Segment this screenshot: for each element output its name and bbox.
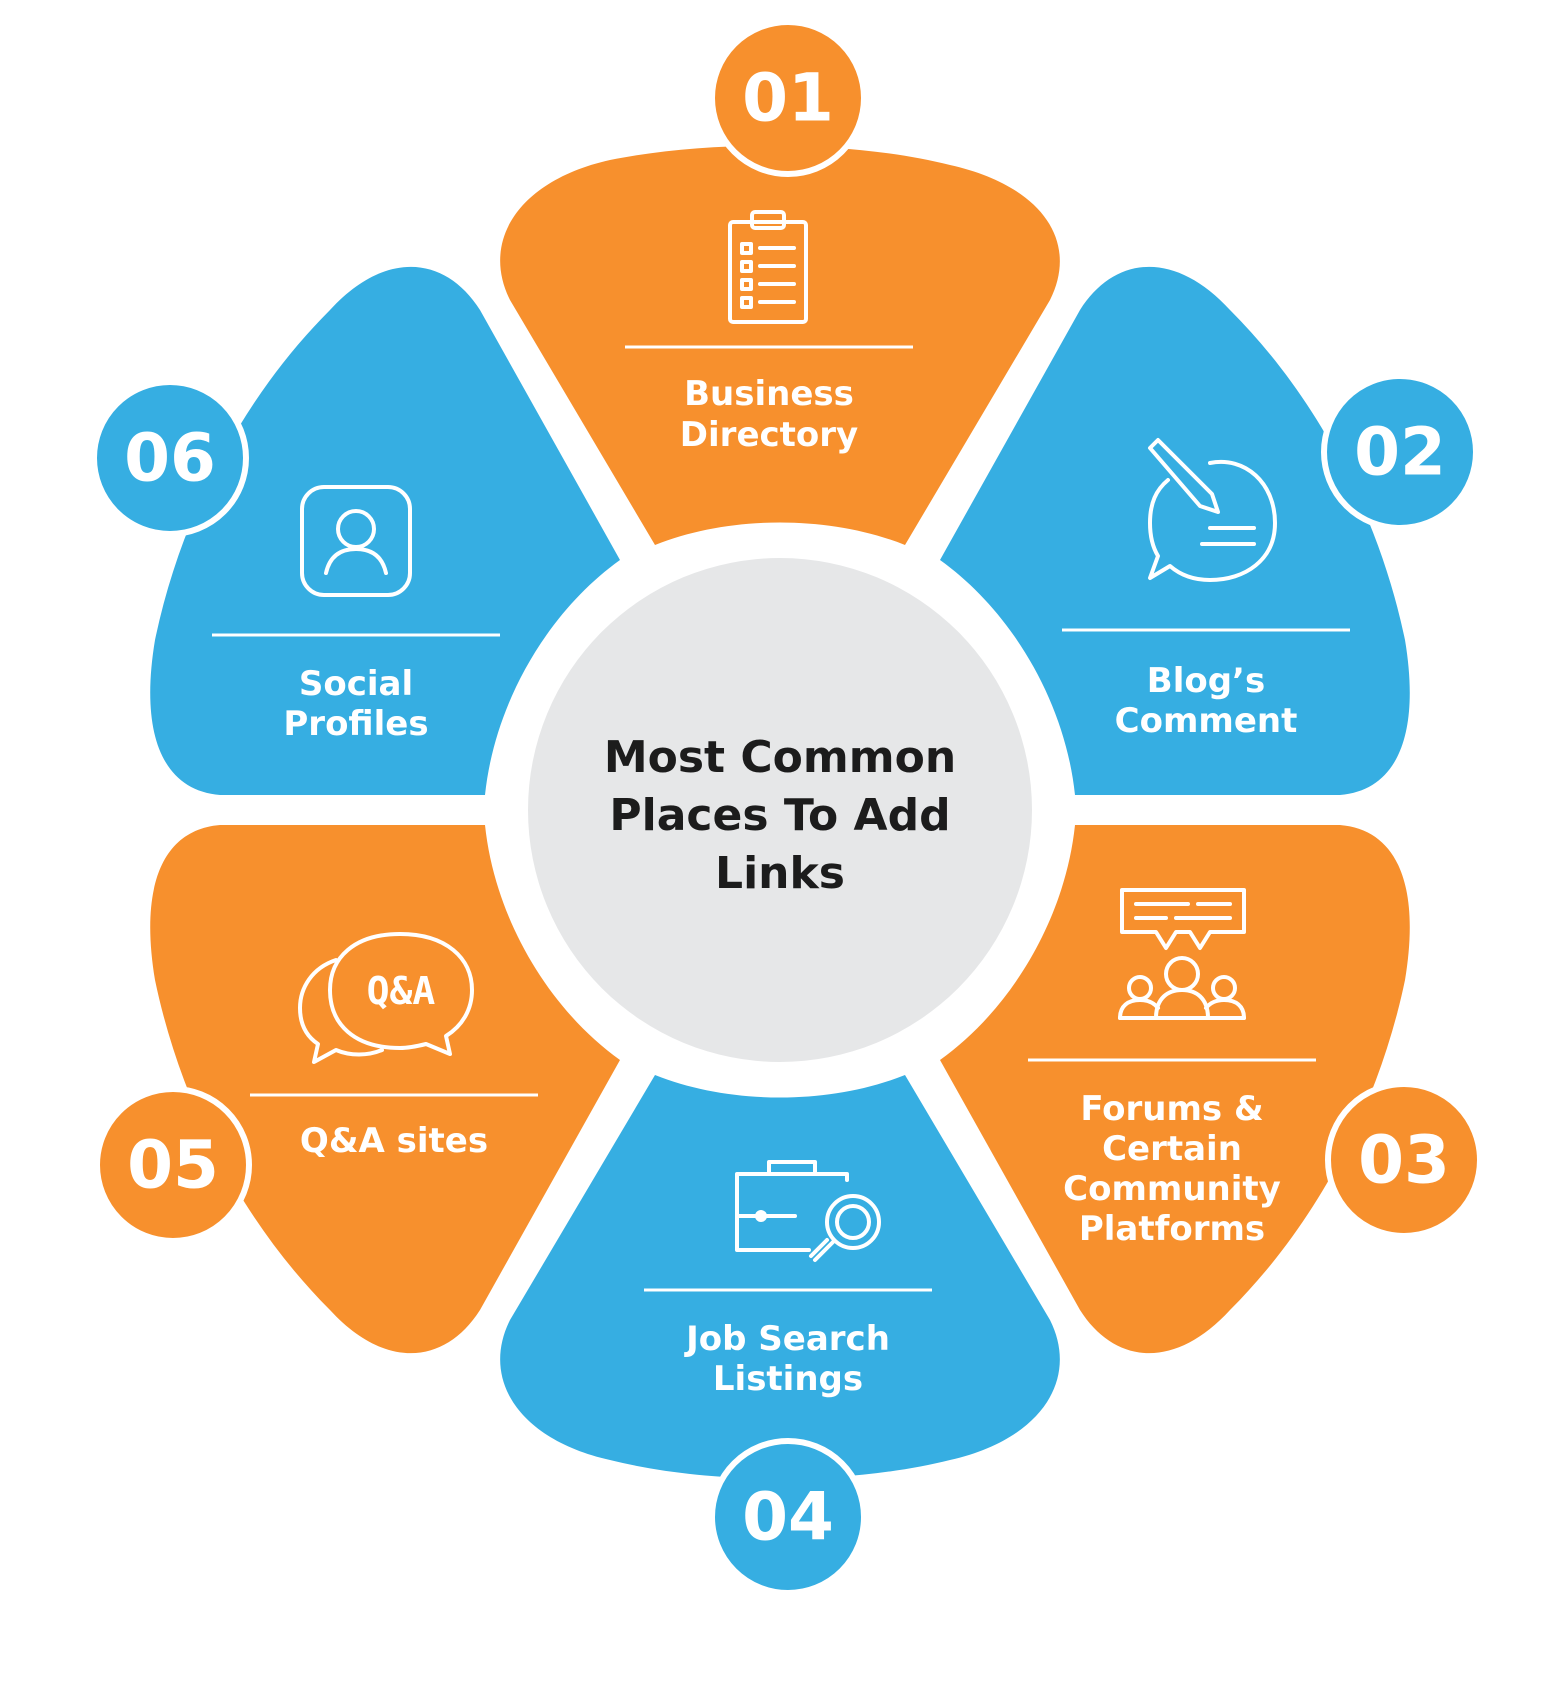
briefcase-search-icon: [735, 1160, 881, 1262]
item-label-line: Directory: [680, 415, 858, 455]
user-profile-icon: [300, 485, 412, 597]
petal-forums-communities: [940, 825, 1410, 1354]
item-label-line: Forums &: [1080, 1089, 1263, 1129]
petal-qa-sites: [150, 825, 620, 1354]
badge-number: 02: [1354, 414, 1446, 491]
item-label-line: Comment: [1115, 701, 1298, 741]
item-blogs-comment: Blog’s Comment: [1062, 438, 1350, 741]
item-label-line: Job Search: [684, 1319, 890, 1359]
badge-01: 01: [709, 19, 867, 177]
petal-business-directory: [500, 145, 1060, 545]
badge-05: 05: [94, 1086, 252, 1244]
petal-blogs-comment: [940, 266, 1410, 796]
center-hub: Most Common Places To Add Links: [495, 525, 1065, 1095]
item-label-line: Listings: [713, 1359, 863, 1399]
chat-pencil-icon: [1148, 438, 1277, 582]
badge-number: 04: [742, 1479, 834, 1556]
item-label-line: Social: [299, 664, 413, 704]
item-label-line: Community: [1063, 1169, 1281, 1209]
item-label-line: Blog’s: [1147, 661, 1265, 701]
item-label-line: Certain: [1102, 1129, 1242, 1169]
center-disc: [528, 558, 1032, 1062]
center-title-line-3: Links: [715, 848, 845, 899]
item-label-line: Profiles: [283, 704, 428, 744]
petals: [150, 145, 1410, 1479]
badge-number: 06: [124, 420, 216, 497]
petal-social-profiles: [150, 266, 620, 796]
item-label-line: Q&A sites: [300, 1121, 488, 1161]
item-business-directory: Business Directory: [625, 210, 913, 455]
petal-job-search-listings: [500, 1075, 1060, 1479]
number-badges: 01 02 03 04 05 06: [91, 19, 1483, 1596]
badge-number: 03: [1358, 1122, 1450, 1199]
badge-number: 01: [742, 60, 834, 137]
badge-04: 04: [709, 1438, 867, 1596]
item-label-line: Platforms: [1079, 1209, 1265, 1249]
clipboard-checklist-icon: [728, 210, 808, 324]
qa-icon-text: Q&A: [367, 969, 436, 1013]
item-forums-communities: Forums & Certain Community Platforms: [1028, 888, 1316, 1249]
qa-bubbles-icon: Q&A: [298, 932, 474, 1064]
item-qa-sites: Q&A Q&A sites: [250, 932, 538, 1161]
center-title-line-1: Most Common: [604, 732, 956, 783]
badge-02: 02: [1321, 373, 1479, 531]
community-group-icon: [1118, 888, 1246, 1020]
badge-03: 03: [1325, 1081, 1483, 1239]
center-title-line-2: Places To Add: [609, 790, 950, 841]
item-label-line: Business: [684, 374, 854, 414]
item-job-search-listings: Job Search Listings: [644, 1160, 932, 1399]
badge-06: 06: [91, 379, 249, 537]
item-social-profiles: Social Profiles: [212, 485, 500, 744]
badge-number: 05: [127, 1127, 219, 1204]
